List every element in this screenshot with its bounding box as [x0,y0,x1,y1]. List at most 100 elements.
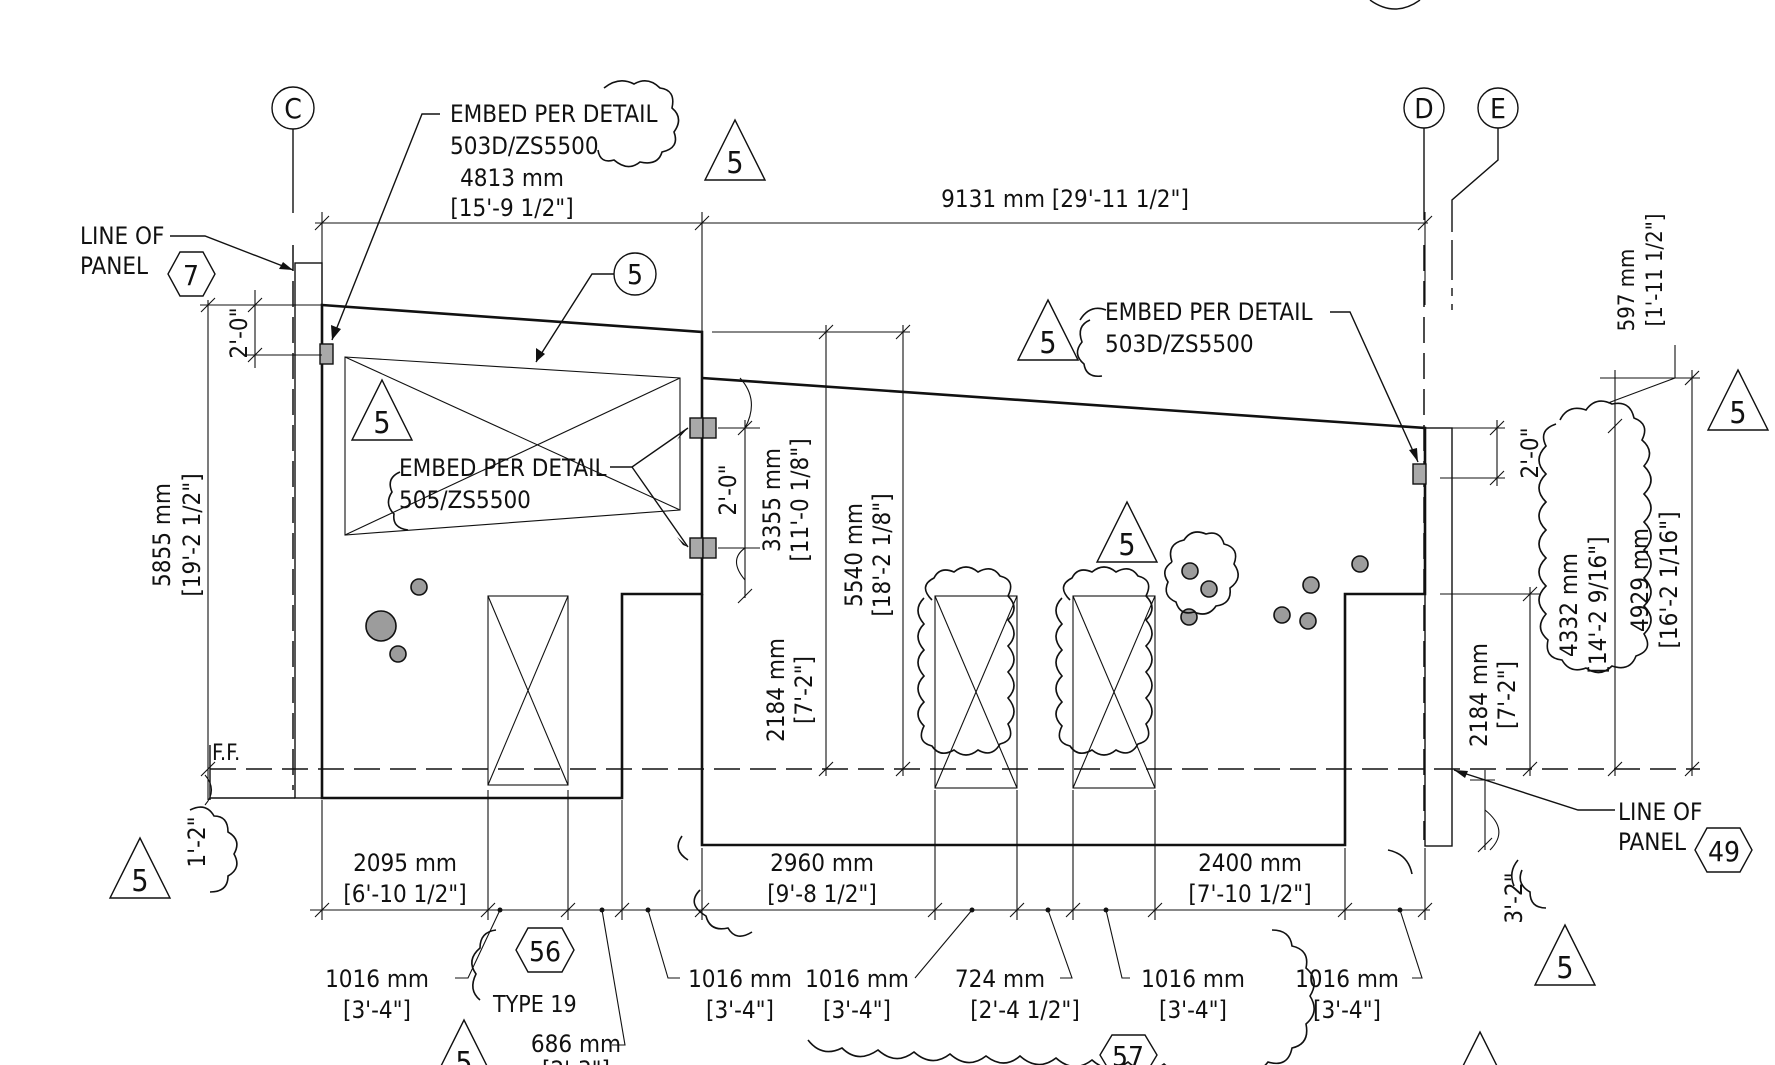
embed-note-top-left: EMBED PER DETAIL 503D/ZS5500 [331,100,657,341]
opening-window-left [344,356,681,536]
embed-plate-3 [702,417,717,439]
revision-triangle [1462,1030,1498,1065]
dim-1016-b-imperial: [3'-4"] [706,996,774,1024]
line-of-panel-left: LINE OF PANEL 7 [80,222,294,297]
dim-4813: 4813 mm [460,164,564,192]
dim-3355: 3355 mm [758,448,786,552]
dim-2095: 2095 mm [353,849,457,877]
panel-outline [210,262,1453,847]
ff-label: F.F. [212,741,240,766]
revision-triangle: 5 [1533,923,1597,986]
hex-tag [167,251,216,297]
line-of-panel-right: LINE OF PANEL 49 [1453,769,1753,873]
svg-text:LINE OF: LINE OF [80,222,164,250]
revision-triangle: 5 [1095,500,1159,563]
revision-triangle: 5 [350,378,414,441]
dim-2184-right-imperial: [7'-2"] [1493,661,1521,729]
svg-text:57: 57 [1112,1040,1144,1065]
revision-triangle: 5 [1016,298,1080,361]
svg-text:5: 5 [131,864,148,899]
dim-left-1ft2: 1'-2" [183,816,211,867]
dim-5855: 5855 mm [148,483,176,587]
revision-clouds [189,80,1652,1065]
dim-4332: 4332 mm [1555,553,1583,657]
hex-tag [1694,827,1753,873]
penetrations [365,555,1369,663]
dim-2400: 2400 mm [1198,849,1302,877]
revision-triangle: 5 [703,118,767,181]
dim-bottom: 2095 mm [6'-10 1/2"] 2960 mm [9'-8 1/2"]… [310,790,1433,1065]
dim-1016-a-imperial: [3'-4"] [343,996,411,1024]
svg-text:5: 5 [1729,396,1746,431]
dim-mid-2ft: 2'-0" [714,464,742,515]
svg-text:49: 49 [1708,835,1740,868]
dim-724-imperial: [2'-4 1/2"] [970,996,1080,1024]
opening-door-2 [934,595,1018,789]
dim-1016-d: 1016 mm [1141,965,1245,993]
svg-text:5: 5 [627,258,643,291]
dim-left: 2'-0" 5855 mm [19'-2 1/2"] 1'-2" [148,290,322,868]
dim-1016-a: 1016 mm [325,965,429,993]
svg-text:5: 5 [1118,528,1135,563]
tag-57: 57 [1099,1034,1158,1065]
dim-5540-imperial: [18'-2 1/8"] [868,493,896,616]
dim-top: 4813 mm [15'-9 1/2"] 9131 mm [29'-11 1/2… [314,164,1433,332]
svg-text:5: 5 [726,146,743,181]
embed-note-right: EMBED PER DETAIL 503D/ZS5500 [1105,298,1419,463]
svg-text:PANEL: PANEL [80,252,148,280]
svg-text:EMBED PER DETAIL: EMBED PER DETAIL [450,100,657,128]
dim-2184-center-imperial: [7'-2"] [790,656,818,724]
grid-line-e: E [1451,87,1519,310]
dim-4929-imperial: [16'-2 1/16"] [1655,511,1683,648]
revision-triangle: 5 [1706,368,1770,431]
dim-4332-imperial: [14'-2 9/16"] [1584,536,1612,673]
dim-right-2ft: 2'-0" [1516,427,1544,478]
svg-text:503D/ZS5500: 503D/ZS5500 [1105,330,1254,358]
svg-text:EMBED PER DETAIL: EMBED PER DETAIL [399,454,606,482]
svg-text:7: 7 [183,259,199,292]
embed-plate-4 [689,537,704,559]
revision-triangle: 5 [440,1018,488,1065]
grid-label-d: D [1414,92,1433,125]
dim-4929: 4929 mm [1626,528,1654,632]
dim-2960-imperial: [9'-8 1/2"] [767,880,877,908]
keynote-circle: 5 [535,252,657,363]
svg-text:5: 5 [1556,951,1573,986]
opening-door-1 [487,595,569,786]
svg-text:5: 5 [373,406,390,441]
embed-plate-2 [689,417,704,439]
svg-text:PANEL: PANEL [1618,828,1686,856]
dim-1016-e-imperial: [3'-4"] [1313,996,1381,1024]
type-tag-label: TYPE 19 [492,992,577,1018]
svg-text:503D/ZS5500: 503D/ZS5500 [450,132,599,160]
embed-plate-1 [319,343,334,365]
dim-597-imperial: [1'-11 1/2"] [1643,213,1668,326]
dim-2184-center: 2184 mm [762,638,790,742]
dim-1016-e: 1016 mm [1295,965,1399,993]
embed-plate-5 [702,537,717,559]
dim-4813-imperial: [15'-9 1/2"] [450,194,573,222]
dim-597: 597 mm [1615,249,1640,332]
type-tag-number: 56 [529,935,561,968]
svg-text:5: 5 [1039,326,1056,361]
svg-text:EMBED PER DETAIL: EMBED PER DETAIL [1105,298,1312,326]
dim-center: 2'-0" 3355 mm [11'-0 1/8"] 5540 mm [18'-… [712,324,911,777]
embed-plate-6 [1412,463,1427,485]
svg-text:505/ZS5500: 505/ZS5500 [399,486,531,514]
top-partial-bubble [1369,0,1421,10]
svg-text:5: 5 [455,1046,472,1065]
dim-left-2ft: 2'-0" [225,307,253,358]
revision-triangle: 5 [108,836,172,899]
dim-2960: 2960 mm [770,849,874,877]
dim-5540: 5540 mm [840,503,868,607]
dim-686-imperial: [2'-3"] [542,1056,610,1065]
dim-2095-imperial: [6'-10 1/2"] [343,880,466,908]
dim-686: 686 mm [531,1030,621,1058]
type-tag: 56 TYPE 19 [492,927,577,1018]
dim-3355-imperial: [11'-0 1/8"] [786,438,814,561]
grid-label-e: E [1490,92,1506,125]
grid-line-c: C [271,86,315,790]
embed-note-mid: EMBED PER DETAIL 505/ZS5500 [399,427,689,548]
dim-2184-right: 2184 mm [1465,643,1493,747]
